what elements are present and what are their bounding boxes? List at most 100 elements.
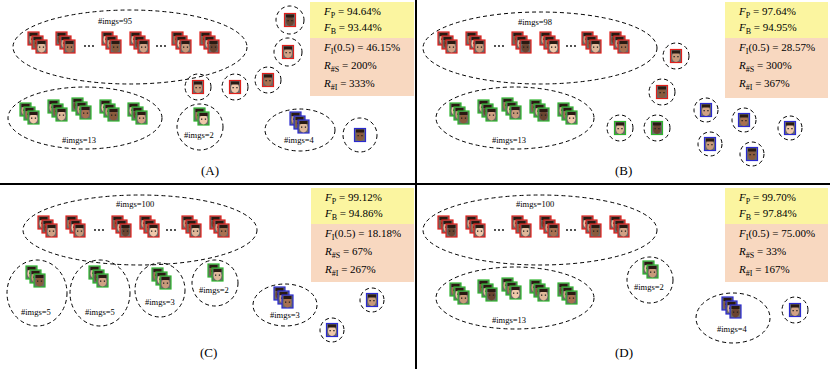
ellipsis-dots: [494, 45, 496, 47]
face-thumbnail: [753, 154, 754, 155]
face-thumbnail: [461, 118, 462, 119]
metric-value: R#S = 200%: [324, 59, 377, 75]
face-thumbnail: [674, 56, 675, 57]
face-thumbnail: [197, 231, 198, 232]
image-count: #imgs=5: [85, 308, 115, 317]
face-thumbnail: [99, 275, 107, 278]
face-thumbnail: [750, 154, 751, 155]
face-thumbnail: [742, 120, 743, 121]
face-thumbnail: [355, 129, 366, 142]
face-thumbnail: [568, 112, 576, 115]
face-thumbnail: [510, 106, 521, 119]
ellipse-outline: [423, 195, 657, 265]
face-thumbnail: [214, 269, 222, 272]
face-thumbnail: [453, 47, 454, 48]
face-thumbnail: [655, 128, 656, 129]
face-thumbnail: [660, 92, 661, 93]
face-thumbnail: [291, 20, 292, 21]
face-thumbnail: [476, 41, 484, 44]
face-thumbnail: [616, 123, 624, 126]
face-thumbnail: [566, 111, 577, 124]
face-thumbnail: [141, 47, 142, 48]
face-thumbnail: [625, 231, 626, 232]
cluster-ellipse: [255, 67, 281, 93]
face-thumbnail: [82, 107, 90, 110]
face-thumbnail: [569, 298, 570, 299]
face-thumbnail: [747, 148, 758, 161]
face-thumbnail: [36, 40, 47, 53]
face-thumbnail: [221, 231, 222, 232]
face-thumbnail: [333, 330, 334, 331]
metric-value: FI(0.5) = 75.00%: [739, 227, 815, 243]
ellipsis-dots: [94, 229, 96, 231]
face-thumbnail: [597, 231, 598, 232]
face-thumbnail: [368, 295, 376, 298]
metric-value: R#I = 167%: [739, 263, 790, 279]
face-thumbnail: [550, 41, 558, 44]
face-thumbnail: [182, 41, 190, 44]
ellipse-outline: [626, 256, 674, 304]
cluster-ellipse: #imgs=4: [695, 292, 771, 344]
image-count: #imgs=100: [116, 200, 154, 209]
face-thumbnail: [356, 130, 364, 133]
face-thumbnail: [205, 119, 206, 120]
face-thumbnail: [708, 144, 709, 145]
face-thumbnail: [122, 225, 130, 228]
face-thumbnail: [541, 115, 542, 116]
face-thumbnail: [230, 81, 241, 94]
face-thumbnail: [219, 275, 220, 276]
ellipsis-dots: [166, 229, 168, 231]
face-thumbnail: [706, 139, 714, 142]
face-thumbnail: [523, 231, 524, 232]
face-thumbnail: [520, 40, 531, 53]
ellipsis-dots: [156, 45, 158, 47]
ellipsis-dots: [570, 45, 572, 47]
face-thumbnail: [658, 128, 659, 129]
face-thumbnail: [653, 123, 661, 126]
face-thumbnail: [97, 274, 108, 287]
face-thumbnail: [286, 52, 287, 53]
face-thumbnail: [138, 40, 149, 53]
ellipsis-dots: [84, 45, 86, 47]
face-thumbnail: [233, 87, 234, 88]
face-thumbnail: [527, 47, 528, 48]
image-count: #imgs=4: [284, 136, 314, 145]
face-thumbnail: [593, 231, 594, 232]
face-thumbnail: [460, 112, 468, 115]
face-thumbnail: [327, 324, 338, 337]
cluster-ellipse: #imgs=2: [176, 103, 224, 151]
face-thumbnail: [112, 41, 120, 44]
face-thumbnail: [283, 46, 294, 59]
face-thumbnail: [266, 80, 267, 81]
image-count: #imgs=3: [270, 311, 300, 320]
cluster-ellipse: [732, 108, 756, 132]
ellipsis-dots: [92, 45, 94, 47]
face-thumbnail: [449, 47, 450, 48]
cluster-ellipse: #imgs=95: [12, 9, 248, 85]
face-thumbnail: [196, 87, 197, 88]
image-count: #imgs=100: [516, 200, 554, 209]
face-thumbnail: [370, 300, 371, 301]
face-thumbnail: [110, 40, 121, 53]
face-thumbnail: [151, 231, 152, 232]
face-thumbnail: [194, 82, 202, 85]
cluster-ellipse: [276, 6, 304, 34]
face-thumbnail: [66, 41, 74, 44]
face-thumbnail: [81, 231, 82, 232]
face-thumbnail: [231, 82, 239, 85]
ellipsis-dots: [498, 45, 500, 47]
face-thumbnail: [123, 231, 124, 232]
face-thumbnail: [593, 47, 594, 48]
face-thumbnail: [486, 108, 497, 121]
image-count: #imgs=13: [492, 316, 526, 325]
face-thumbnail: [732, 306, 740, 309]
face-thumbnail: [100, 281, 101, 282]
cluster-ellipse: #imgs=5: [6, 259, 68, 327]
face-thumbnail: [707, 110, 708, 111]
face-thumbnail: [30, 112, 38, 115]
face-thumbnail: [63, 115, 64, 116]
face-thumbnail: [330, 330, 331, 331]
face-thumbnail: [522, 225, 530, 228]
cluster-ellipse: [778, 116, 802, 140]
face-thumbnail: [127, 231, 128, 232]
